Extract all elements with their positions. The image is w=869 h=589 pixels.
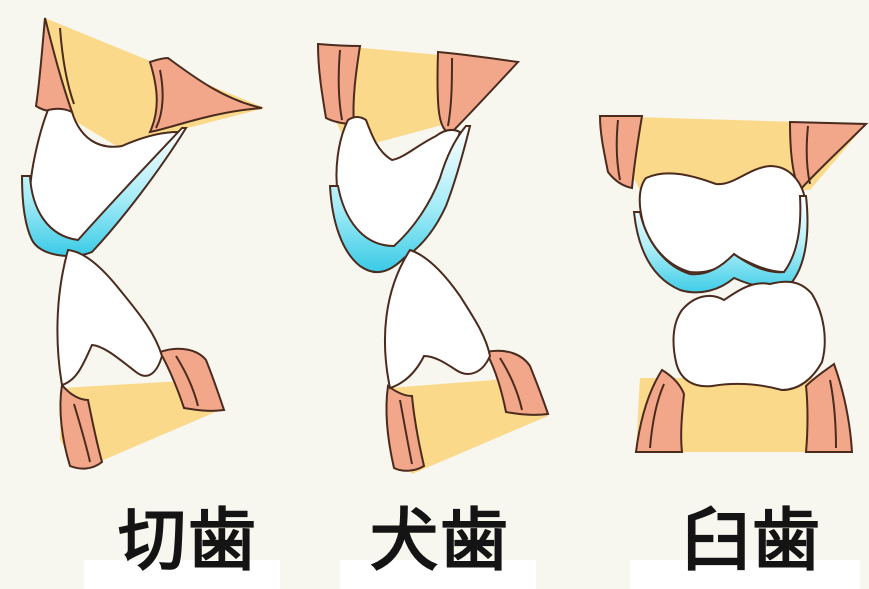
incisor-illustration	[22, 18, 265, 470]
molar-label: 臼歯	[660, 500, 844, 584]
molar-illustration	[600, 116, 866, 452]
molar-upper-gum-right	[790, 122, 866, 190]
molar-lower-gum-right	[806, 364, 852, 452]
incisor-label: 切歯	[96, 500, 280, 584]
canine-lower-crown	[385, 250, 490, 388]
molar-lower-crown	[674, 282, 825, 390]
incisor-lower-crown	[57, 250, 162, 385]
canine-illustration	[318, 44, 548, 474]
canine-label: 犬歯	[348, 500, 532, 584]
